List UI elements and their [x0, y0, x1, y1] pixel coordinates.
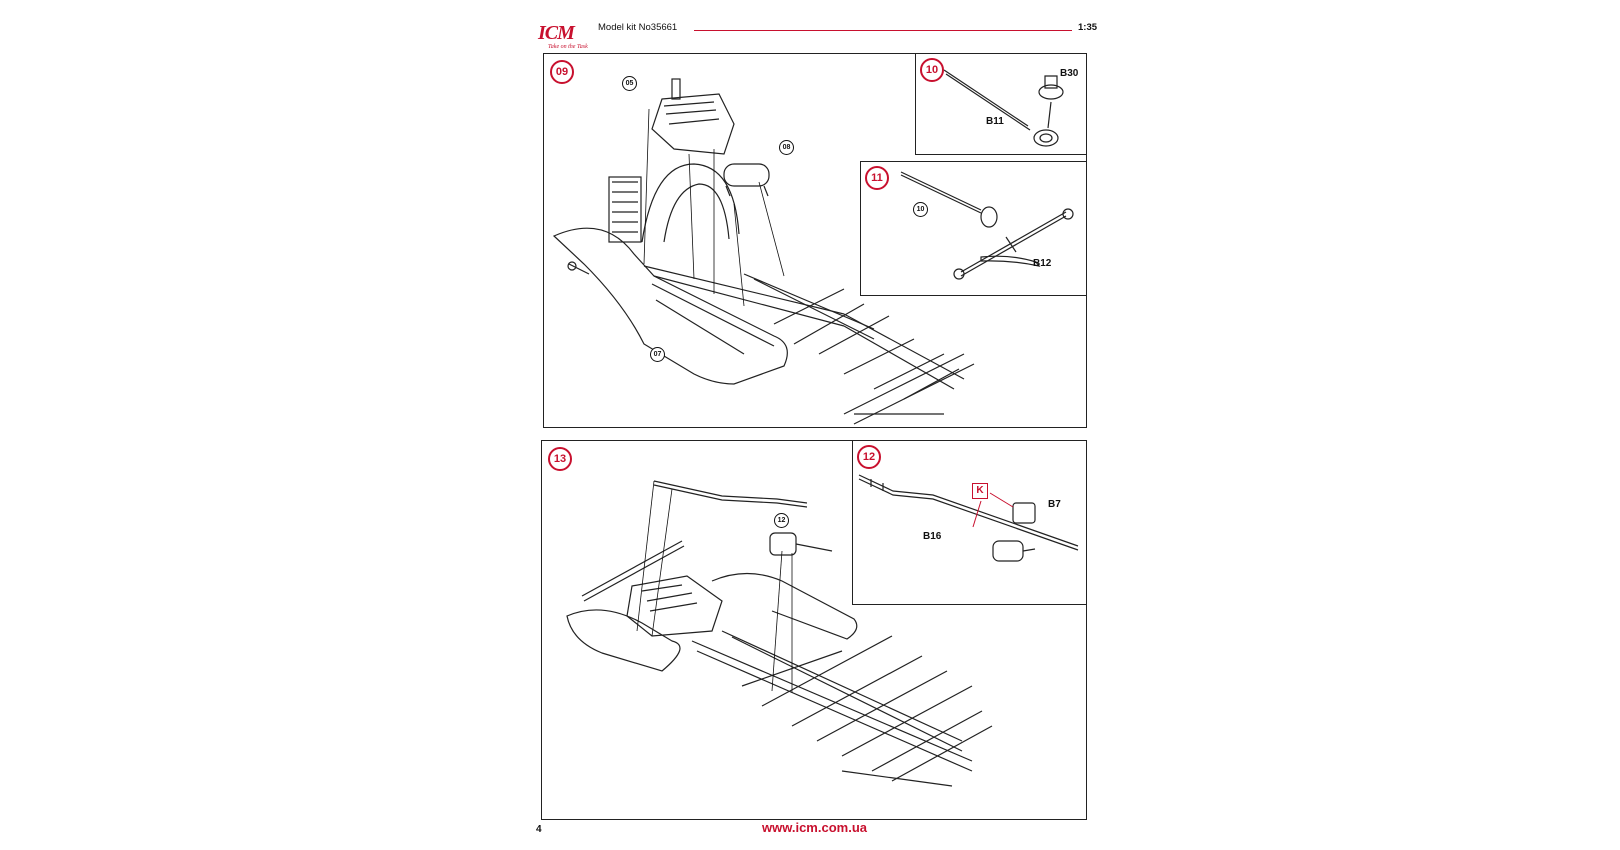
logo-text: ICM: [538, 22, 575, 44]
sub-assembly-ref: 07: [650, 347, 665, 362]
glue-marker-k: K: [972, 483, 988, 499]
part-label-b16: B16: [923, 531, 942, 542]
page-number: 4: [536, 824, 542, 835]
rear-axle-drawing: [900, 171, 1074, 280]
icm-logo: ICM Take on the Task: [538, 22, 598, 52]
part-label-b7: B7: [1048, 499, 1061, 510]
step-number-badge: 12: [857, 445, 881, 469]
sub-assembly-ref: 10: [913, 202, 928, 217]
part-label-b30: B30: [1060, 68, 1079, 79]
support-rod-drawing: [858, 474, 1079, 562]
website-url: www.icm.com.ua: [762, 820, 867, 835]
sub-assembly-ref: 12: [774, 513, 789, 528]
header-rule: [694, 30, 1072, 31]
step-number-badge: 10: [920, 58, 944, 82]
sub-assembly-ref: 05: [622, 76, 637, 91]
step-number-badge: 13: [548, 447, 572, 471]
step-12-panel: 12 K B7 B16: [852, 440, 1087, 605]
drive-shaft-drawing: [943, 69, 1064, 147]
step-number-badge: 09: [550, 60, 574, 84]
sub-assembly-ref: 08: [779, 140, 794, 155]
scale-label: 1:35: [1078, 22, 1098, 33]
step-11-panel: 11 10 B12: [860, 161, 1087, 296]
chassis-underside-drawing: [566, 480, 993, 787]
model-kit-label: Model kit No35661: [598, 22, 678, 33]
part-label-b12: B12: [1033, 258, 1052, 269]
chassis-engine-drawing: [552, 78, 975, 425]
logo-tagline: Take on the Task: [548, 44, 588, 50]
step-number-badge: 11: [865, 166, 889, 190]
part-label-b11: B11: [986, 116, 1004, 127]
step-10-panel: 10 B30 B11: [915, 53, 1087, 155]
